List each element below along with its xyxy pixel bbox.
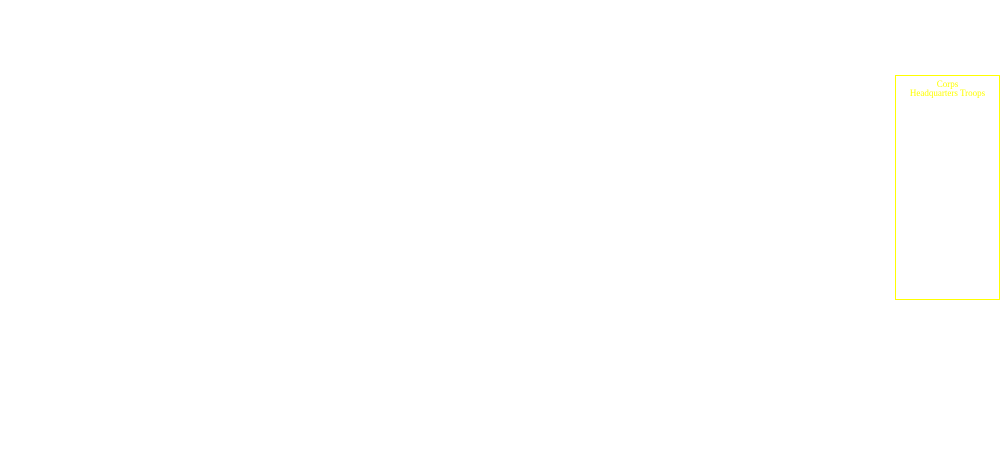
unit-subtitle: Headquarters Troops: [909, 89, 986, 98]
unit-box-corps-headquarters-troops: Corps Headquarters Troops: [895, 75, 1000, 300]
unit-title: Corps: [936, 79, 959, 89]
